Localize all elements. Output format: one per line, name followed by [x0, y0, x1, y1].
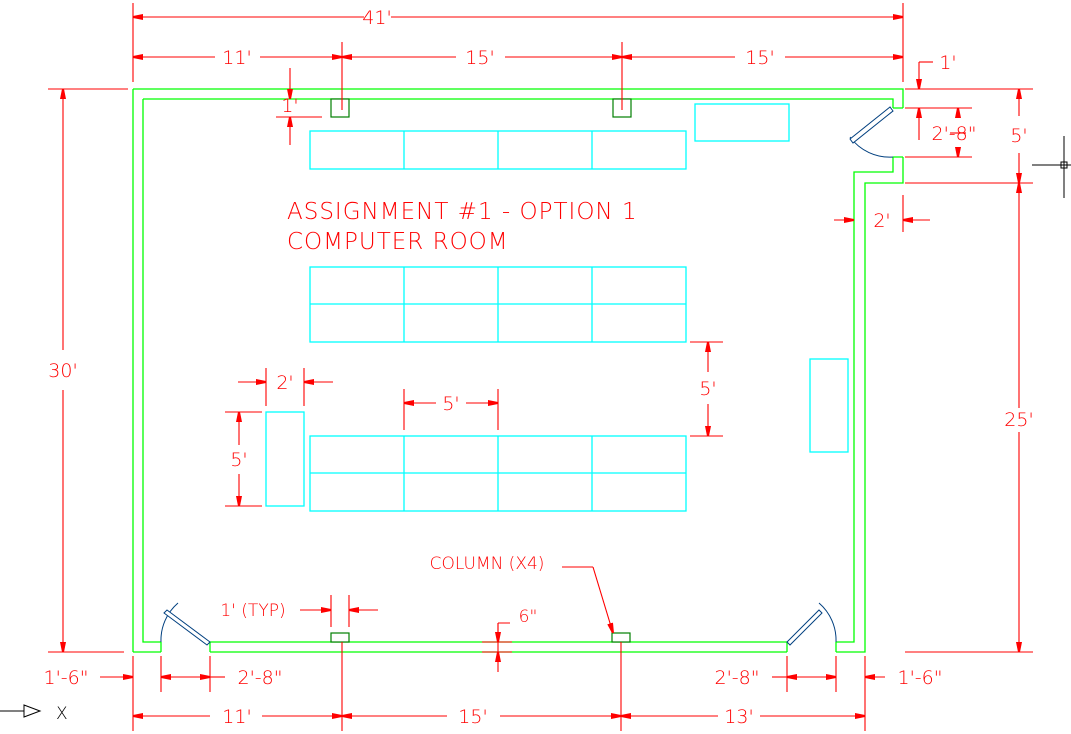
- door-bottom-right[interactable]: [786, 602, 837, 646]
- ucs-x-label: X: [56, 704, 68, 724]
- drawing-title: ASSIGNMENT #1 - OPTION 1 COMPUTER ROOM: [287, 199, 638, 255]
- dim-top-seg-2: 15': [465, 47, 494, 69]
- dimensions: [48, 3, 1033, 731]
- dim-side-table-length: 5': [230, 449, 247, 471]
- dim-overall-width: 41': [362, 7, 391, 29]
- dim-right-lower-height: 25': [1004, 409, 1033, 431]
- dim-right-door-to-wall: 1'-6": [898, 667, 943, 689]
- dim-desk-width: 5': [442, 393, 459, 415]
- side-table-right: [809, 358, 849, 453]
- desk-row-1: [309, 130, 687, 170]
- ucs-icon: X: [0, 704, 68, 724]
- door-jambs: [160, 107, 903, 652]
- dimension-labels: 41' 11' 15' 15' 1' 30' 1' 2'-8" 5' 25' 2…: [44, 7, 1034, 728]
- dim-bottom-seg-3: 13': [724, 706, 753, 728]
- side-table-left: [265, 411, 305, 507]
- dim-wall-thickness: 6": [519, 607, 538, 627]
- dim-right-wall-to-door: 1': [939, 52, 956, 74]
- dim-row-spacing: 5': [699, 378, 716, 400]
- desk-row-3: [309, 435, 687, 512]
- outer-wall-outline: [133, 88, 904, 653]
- dim-column-typ: 1' (TYP): [220, 601, 285, 621]
- walls: [132, 88, 904, 653]
- column: [330, 632, 350, 643]
- printer-table: [694, 103, 790, 142]
- dim-bottom-seg-2: 15': [458, 706, 487, 728]
- inner-wall-outline: [142, 98, 894, 643]
- dim-overall-height: 30': [48, 360, 77, 382]
- dim-right-jog-depth: 2': [873, 210, 890, 232]
- dim-right-jog-height: 5': [1010, 125, 1027, 147]
- desk-row-2: [309, 266, 687, 343]
- dim-side-table-width: 2': [276, 372, 293, 394]
- door-right[interactable]: [849, 106, 894, 158]
- furniture: [265, 103, 849, 512]
- crosshair-cursor-icon: [1032, 136, 1071, 198]
- doors: [160, 106, 894, 646]
- dim-right-door-width: 2'-8": [932, 123, 977, 145]
- dim-bottom-seg-1: 11': [222, 706, 251, 728]
- column-callout-label: COLUMN (X4): [430, 554, 545, 574]
- dim-right-door-width-bottom: 2'-8": [715, 667, 760, 689]
- title-line-2: COMPUTER ROOM: [287, 229, 509, 255]
- title-line-1: ASSIGNMENT #1 - OPTION 1: [287, 199, 638, 225]
- dim-left-wall-to-door: 1'-6": [44, 667, 89, 689]
- dim-column-offset: 1': [281, 95, 298, 117]
- door-bottom-left[interactable]: [160, 602, 211, 646]
- column: [330, 98, 350, 118]
- column: [611, 632, 631, 643]
- dim-top-seg-1: 11': [222, 47, 251, 69]
- dim-left-door-width: 2'-8": [238, 667, 283, 689]
- dim-top-seg-3: 15': [745, 47, 774, 69]
